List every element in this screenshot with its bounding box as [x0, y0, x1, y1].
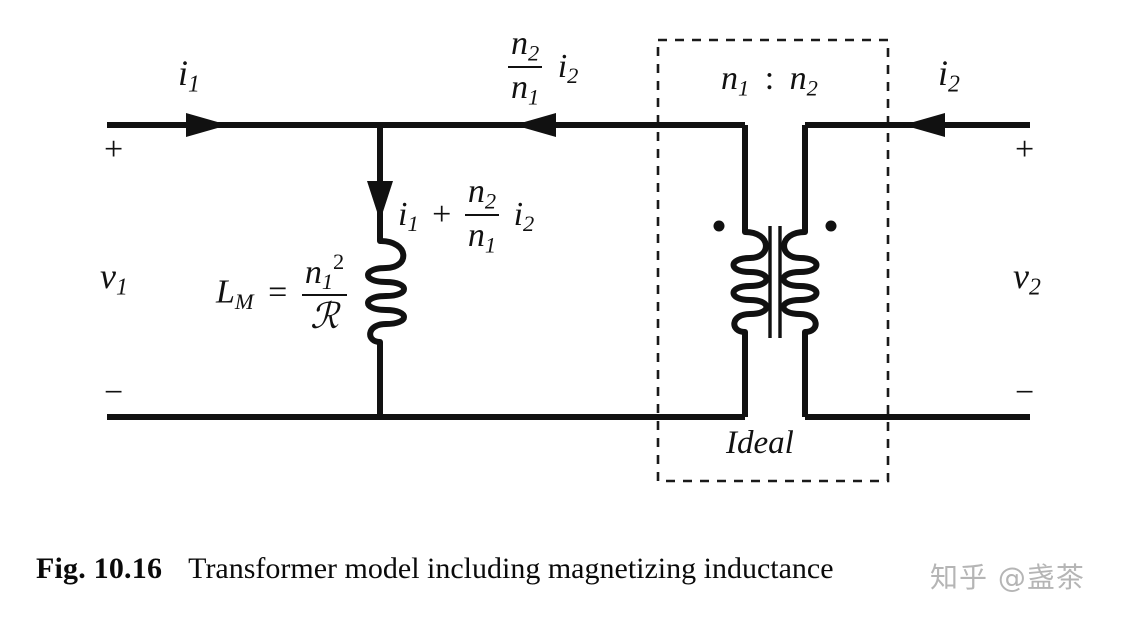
- label-current-i2: i2: [938, 53, 960, 98]
- current-arrow-i1: [186, 113, 228, 137]
- secondary-winding-coil: [780, 229, 820, 335]
- current-arrow-i2: [903, 113, 945, 137]
- label-current-i1: i1: [178, 53, 200, 98]
- current-arrow-magnetizing: [367, 181, 393, 221]
- label-reflected-current: n2 n1 i2: [508, 26, 578, 110]
- label-magnetizing-inductance: LM = n12 ℛ: [216, 250, 348, 338]
- current-arrow-reflected: [514, 113, 556, 137]
- label-ideal: Ideal: [726, 425, 794, 461]
- terminal-plus-right: +: [1015, 131, 1035, 168]
- secondary-polarity-dot: [825, 220, 837, 232]
- primary-winding-coil: [730, 229, 770, 335]
- figure-caption-text: Transformer model including magnetizing …: [188, 552, 834, 585]
- terminal-minus-left: −: [104, 374, 124, 411]
- label-voltage-v1: v1: [100, 256, 128, 301]
- magnetizing-inductor-coil: [365, 238, 407, 345]
- label-magnetizing-branch-current: i1 + n2 n1 i2: [398, 172, 535, 257]
- terminal-plus-left: +: [104, 131, 124, 168]
- figure-number: Fig. 10.16: [36, 552, 163, 585]
- ideal-transformer-dashed-box: [656, 38, 890, 483]
- primary-polarity-dot: [713, 220, 725, 232]
- label-turns-ratio: n1 : n2: [721, 60, 818, 101]
- label-voltage-v2: v2: [1013, 256, 1041, 301]
- figure-caption: Fig. 10.16 Transformer model including ma…: [36, 552, 834, 586]
- terminal-minus-right: −: [1015, 374, 1035, 411]
